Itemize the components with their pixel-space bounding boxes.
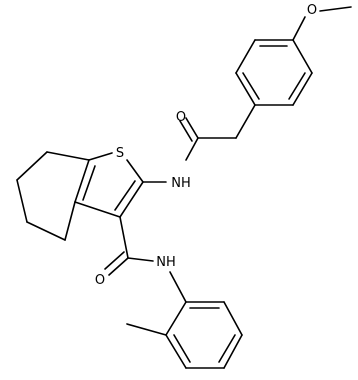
bond-cyclo-d [26,221,66,241]
bond-thiophene-c7a-c3a-inner [82,165,96,201]
bond-oxygen-aryl [292,16,306,41]
bond-cyclo-e [64,201,76,241]
bond-tolyl-methyl [126,323,167,336]
bond-cyclo-a [46,151,90,161]
bond-thiophene-c2-s [126,159,144,183]
bond-ring2-a [165,301,187,336]
bond-thiophene-c3a-c3 [74,201,121,218]
bond-ring1-e-inner [288,72,306,100]
bond-methyl-oxygen [319,6,352,12]
bond-ring2-e [223,301,243,336]
bond-thiophene-c3-c2 [119,181,144,218]
bond-ring2-d [223,334,243,369]
atom-amide-nh-upper: NH [171,176,191,191]
bond-ring1-e [292,72,313,106]
bonds [16,6,352,369]
bond-ring2-d-inner [218,334,236,363]
bond-ring2-b-inner [173,334,191,363]
bond-carbonyl-o-lower-1 [108,257,129,276]
bond-carbonyl-o-upper-2 [179,120,193,142]
bond-nh-tolyl [169,271,187,303]
bond-ring1-ch2 [235,104,256,139]
atom-sulfur: S [116,146,124,161]
atom-ether-oxygen: O [307,3,317,18]
atom-labels: O O S NH O NH [95,3,317,288]
bond-thiophene-c3-c2-inner [114,180,136,211]
bond-ring2-b [165,334,187,369]
bond-c3-carbonyl [119,216,129,259]
bond-carbonyl-o-lower-2 [104,251,125,270]
bond-carbonyl-nh-lower [127,257,154,262]
atom-amide-nh-lower: NH [156,255,176,270]
bond-ring1-c-inner [242,72,260,100]
bond-carbonyl-o-upper-1 [185,117,199,139]
bond-ring1-c [235,72,256,106]
bond-ring1-f [292,39,313,74]
bond-cyclo-b [16,151,48,181]
atom-carbonyl-oxygen-lower: O [95,273,105,288]
bond-thiophene-c7a-c3a [74,159,90,203]
bond-cyclo-c [16,179,28,223]
atom-carbonyl-oxygen-upper: O [176,110,186,125]
bond-thiophene-s-c7a [88,152,113,161]
bond-ring1-b [235,39,256,74]
bond-carbonyl-nh-upper [185,137,199,161]
